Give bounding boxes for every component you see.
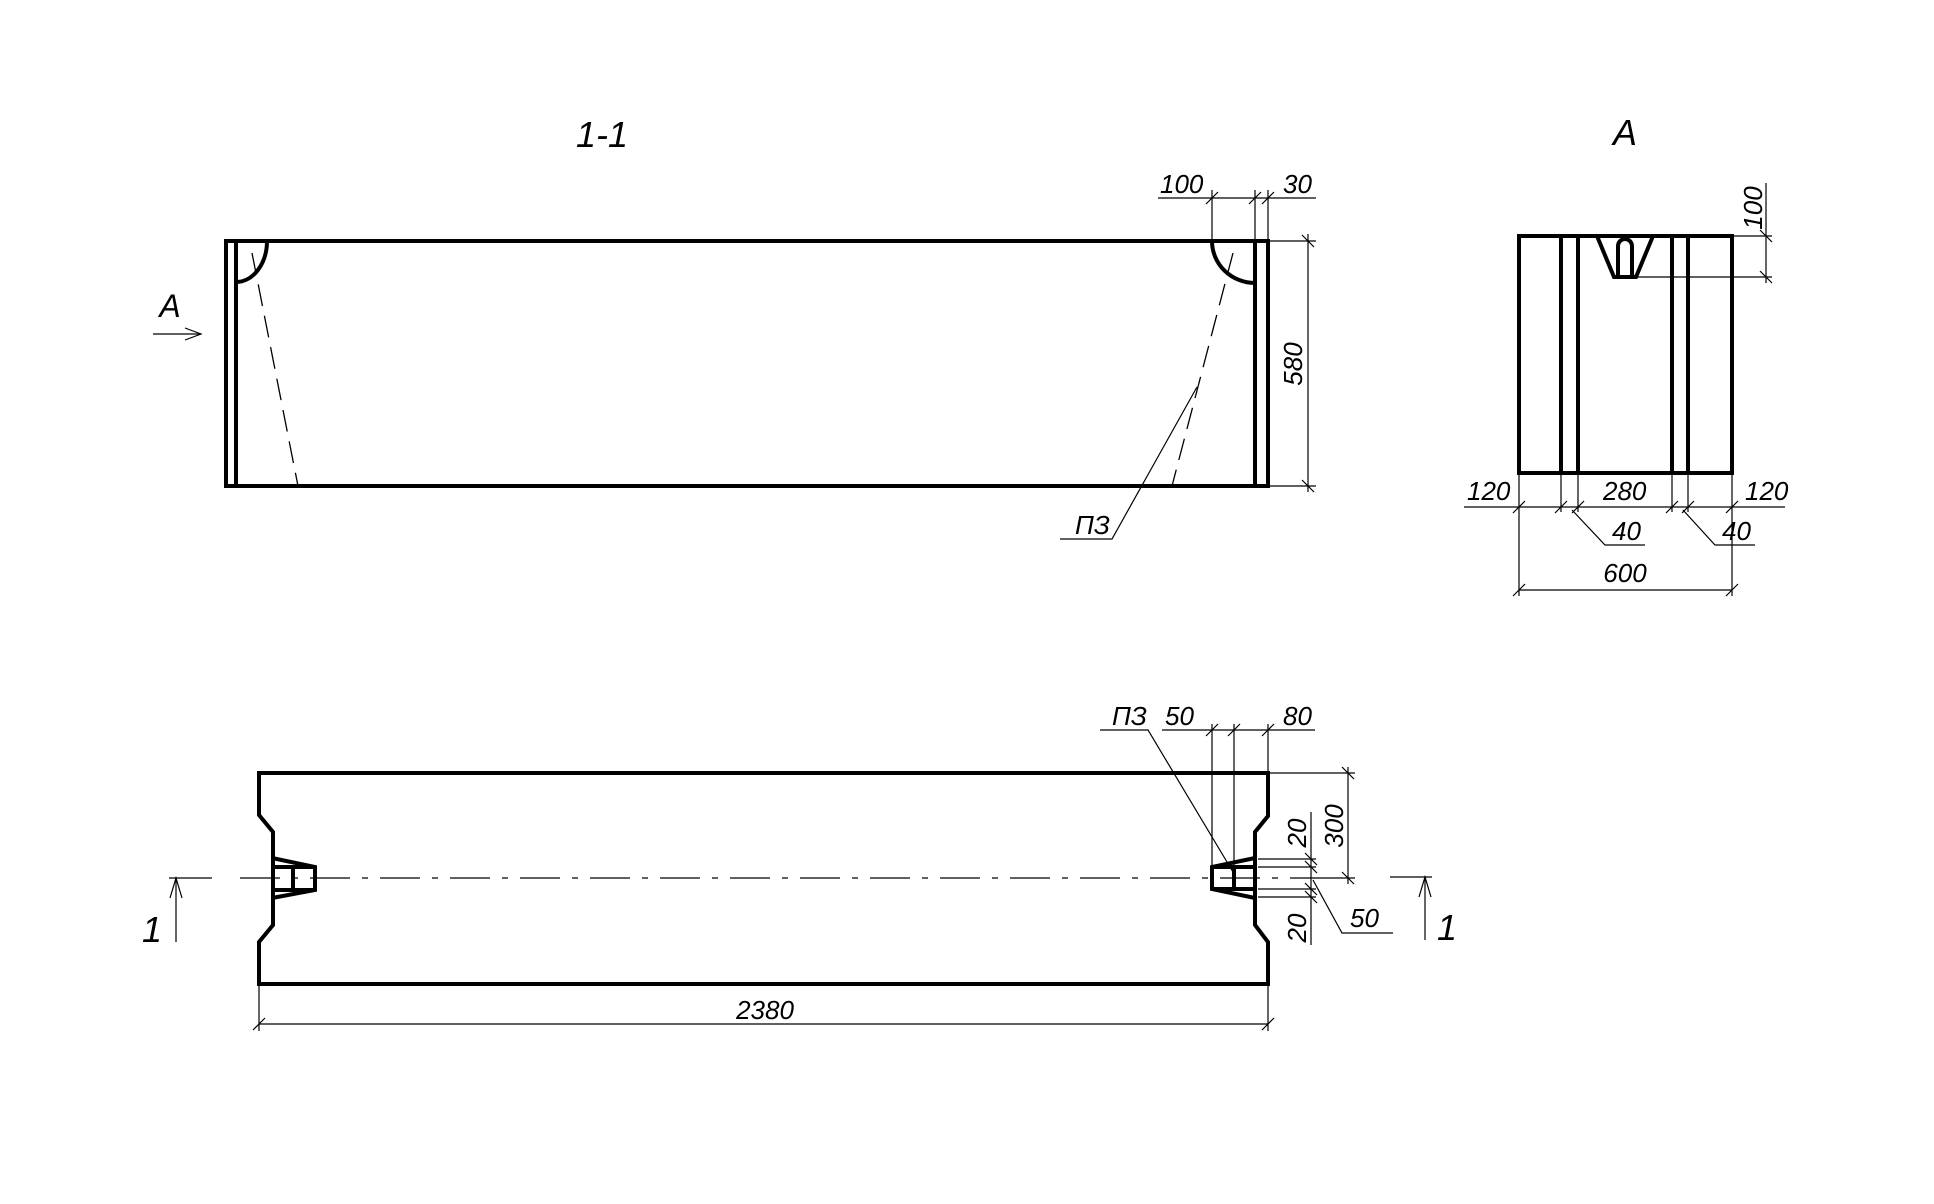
right-hidden-line	[1171, 252, 1234, 487]
leader-label: ПЗ	[1075, 510, 1110, 540]
dim-300-label: 300	[1319, 804, 1349, 848]
dimension-chain-width: 120 280 120 40 40 600	[1464, 473, 1789, 597]
block-outline	[224, 239, 1270, 488]
right-lifting-arc	[1210, 240, 1256, 285]
end-view-title: A	[1611, 112, 1637, 153]
dim-50-label: 50	[1165, 701, 1194, 731]
section-1-1-view: 1-1 ПЗ A 100 30	[153, 114, 1316, 540]
left-hidden-line	[251, 252, 299, 487]
dim-100-end-label: 100	[1738, 186, 1768, 230]
slot-outline	[1616, 237, 1634, 277]
dimension-100-30: 100 30	[1158, 169, 1316, 241]
dim-580-label: 580	[1278, 342, 1308, 386]
end-view-a: A 100 120	[1464, 112, 1789, 597]
groove-outline	[1595, 235, 1655, 279]
dimension-slot: 20 20 50	[1258, 812, 1393, 945]
end-outline	[1517, 234, 1734, 475]
dim-50-slot-label: 50	[1350, 903, 1379, 933]
dim-left-40-label: 40	[1612, 516, 1641, 546]
dim-right-40-label: 40	[1722, 516, 1751, 546]
dim-right-120-label: 120	[1745, 476, 1789, 506]
section-mark-right: 1	[1390, 874, 1457, 948]
section-title: 1-1	[576, 114, 628, 155]
leader-line	[1060, 386, 1198, 540]
section-mark-left-label: 1	[142, 909, 162, 950]
dimension-580: 580	[1268, 234, 1316, 493]
dimension-300: 300	[1268, 766, 1355, 885]
plan-view: 1 1 ПЗ 50 80 300	[142, 701, 1457, 1031]
arrow-head-icon	[184, 327, 203, 341]
dim-100-label: 100	[1160, 169, 1204, 199]
section-mark-right-label: 1	[1437, 907, 1457, 948]
dim-left-120-label: 120	[1467, 476, 1511, 506]
dim-20-top-label: 20	[1282, 818, 1312, 848]
dimension-2380: 2380	[252, 984, 1275, 1031]
dim-30-label: 30	[1283, 169, 1312, 199]
dim-80-label: 80	[1283, 701, 1312, 731]
plan-leader-label: ПЗ	[1112, 701, 1147, 731]
dim-600-label: 600	[1603, 558, 1647, 588]
dimension-50-80: ПЗ 50 80	[1100, 701, 1315, 873]
dim-2380-label: 2380	[735, 995, 794, 1025]
dim-280-label: 280	[1602, 476, 1647, 506]
left-insert	[271, 856, 317, 900]
dimension-100-end: 100	[1636, 183, 1773, 284]
dim-20-bottom-label: 20	[1282, 913, 1312, 943]
left-lifting-arc	[235, 240, 269, 284]
view-arrow-label: A	[157, 288, 180, 324]
section-mark-left: 1	[142, 875, 212, 950]
